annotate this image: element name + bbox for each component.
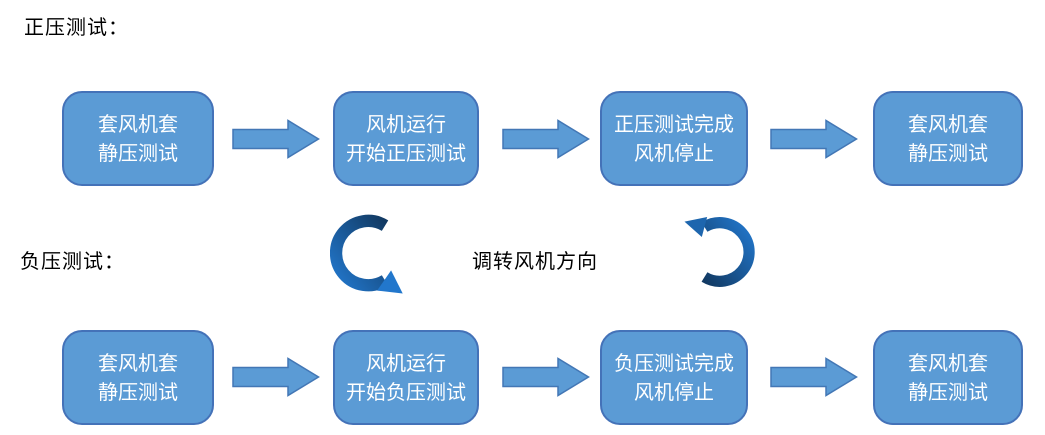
right-block-arrow-icon: [770, 357, 858, 397]
flow-step-box: 套风机套 静压测试: [62, 91, 214, 186]
right-block-arrow-icon: [232, 119, 320, 159]
step-line: 静压测试: [908, 379, 988, 404]
flow-step-box: 风机运行 开始负压测试: [333, 330, 479, 425]
step-line: 静压测试: [908, 140, 988, 165]
flow-step-box: 套风机套 静压测试: [873, 91, 1023, 186]
right-block-arrow-icon: [770, 119, 858, 159]
step-line: 静压测试: [98, 140, 178, 165]
step-line: 风机停止: [634, 379, 714, 404]
circular-arrow-right-icon: [684, 217, 755, 287]
flow-step-box: 正压测试完成 风机停止: [600, 91, 748, 186]
positive-test-label: 正压测试：: [24, 15, 129, 39]
right-block-arrow-icon: [232, 357, 320, 397]
flow-step-box: 负压测试完成 风机停止: [600, 330, 748, 425]
step-line: 套风机套: [908, 350, 988, 375]
step-line: 套风机套: [98, 350, 178, 375]
step-line: 静压测试: [98, 379, 178, 404]
step-line: 开始正压测试: [346, 140, 466, 165]
right-block-arrow-icon: [502, 357, 590, 397]
step-line: 套风机套: [908, 111, 988, 136]
flow-step-box: 套风机套 静压测试: [62, 330, 214, 425]
step-line: 开始负压测试: [346, 379, 466, 404]
step-line: 正压测试完成: [614, 111, 734, 136]
circular-arrow-left-icon: [330, 214, 403, 294]
step-line: 风机运行: [366, 111, 446, 136]
step-line: 套风机套: [98, 111, 178, 136]
right-block-arrow-icon: [502, 119, 590, 159]
step-line: 风机停止: [634, 140, 714, 165]
reverse-direction-label: 调转风机方向: [472, 249, 598, 273]
flow-step-box: 风机运行 开始正压测试: [333, 91, 479, 186]
negative-test-label: 负压测试：: [20, 249, 125, 273]
step-line: 风机运行: [366, 350, 446, 375]
step-line: 负压测试完成: [614, 350, 734, 375]
flow-step-box: 套风机套 静压测试: [873, 330, 1023, 425]
